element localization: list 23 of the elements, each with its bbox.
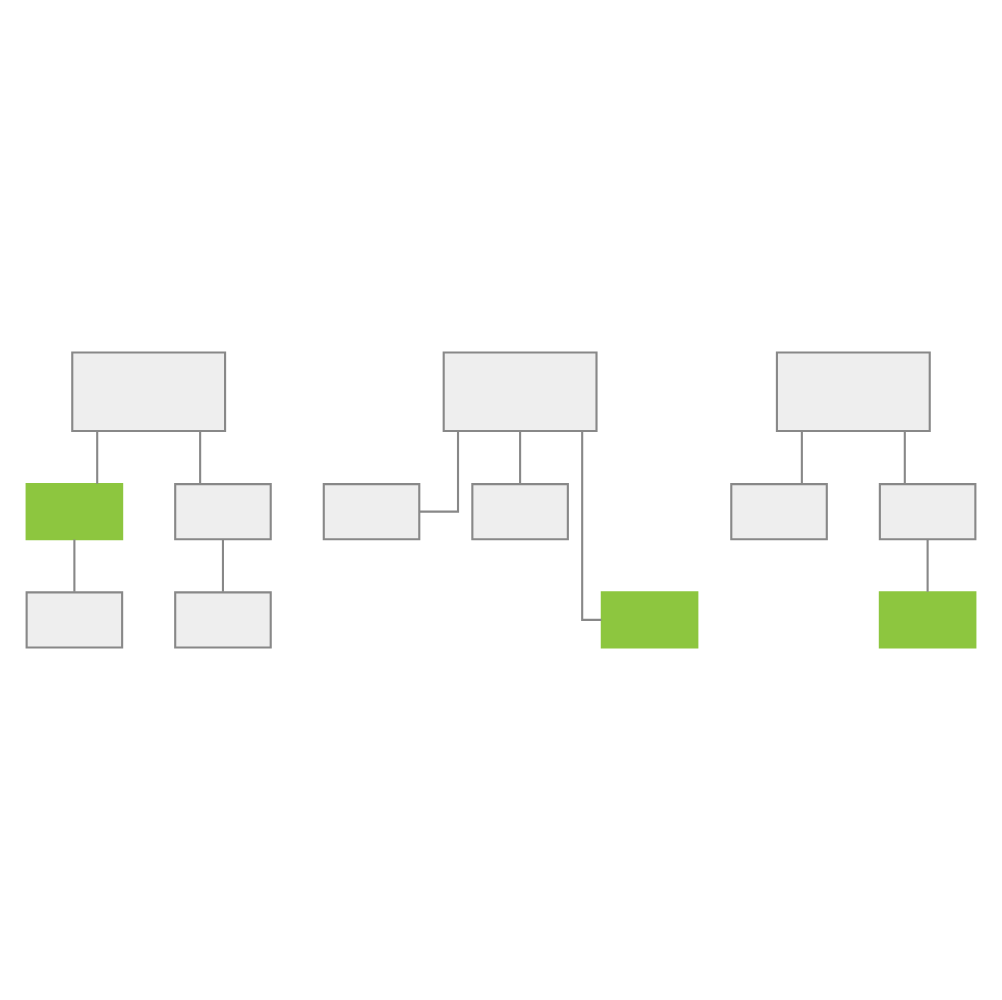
node-box <box>471 483 569 541</box>
node-box <box>322 483 421 541</box>
connector <box>73 539 76 592</box>
node-box <box>878 483 977 541</box>
connector <box>926 539 929 592</box>
connector <box>800 431 803 484</box>
node-box <box>25 483 124 541</box>
node-box <box>71 351 227 433</box>
connector <box>96 431 99 484</box>
connector <box>419 431 460 513</box>
node-box <box>878 591 977 649</box>
node-box <box>600 591 699 649</box>
connector <box>519 431 522 484</box>
node-box <box>174 591 272 649</box>
node-box <box>730 483 828 541</box>
node-box <box>174 483 272 541</box>
connector <box>199 431 202 484</box>
connector <box>903 431 906 484</box>
node-box <box>442 351 598 433</box>
connector <box>221 539 224 592</box>
node-box <box>25 591 124 649</box>
connector <box>581 431 602 621</box>
node-box <box>775 351 931 433</box>
